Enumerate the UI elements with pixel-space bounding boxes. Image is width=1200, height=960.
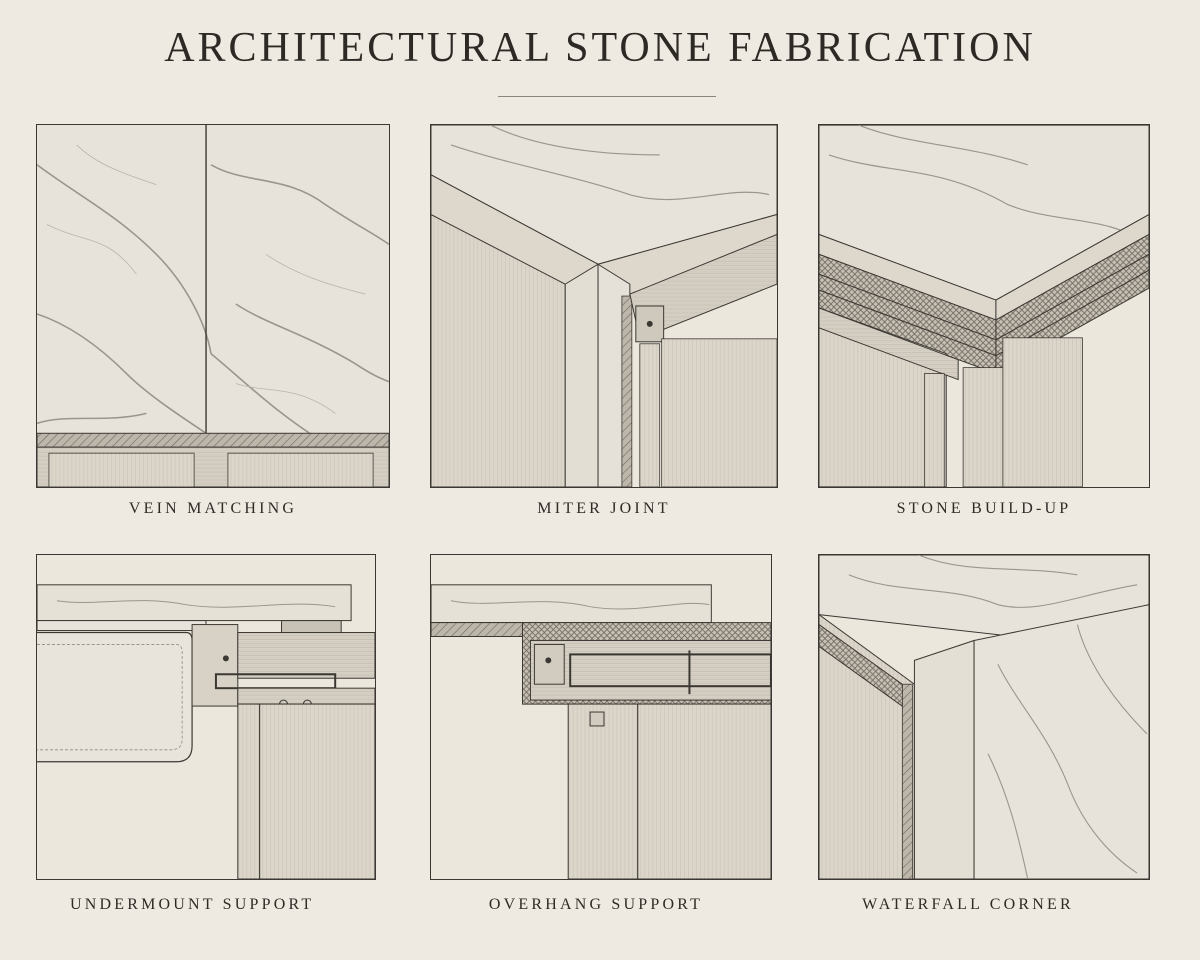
title-divider bbox=[498, 96, 716, 97]
stone-build-up-panel bbox=[818, 124, 1150, 488]
stone-build-up-illustration bbox=[819, 125, 1149, 487]
miter-joint-panel bbox=[430, 124, 778, 488]
caption-miter-joint: MITER JOINT bbox=[537, 500, 671, 517]
vein-matching-illustration bbox=[37, 125, 389, 487]
caption-vein-matching: VEIN MATCHING bbox=[128, 500, 298, 517]
overhang-support-illustration bbox=[431, 584, 771, 879]
waterfall-corner-panel bbox=[818, 554, 1150, 880]
caption-stone-build-up: STONE BUILD-UP bbox=[896, 500, 1072, 517]
page-title: ARCHITECTURAL STONE FABRICATION bbox=[164, 25, 1036, 71]
waterfall-corner-illustration bbox=[819, 555, 1149, 879]
caption-waterfall-corner: WATERFALL CORNER bbox=[862, 896, 1074, 913]
undermount-support-panel bbox=[36, 554, 376, 880]
caption-overhang-support: OVERHANG SUPPORT bbox=[488, 896, 704, 913]
undermount-support-illustration bbox=[37, 584, 375, 879]
vein-matching-panel bbox=[36, 124, 390, 488]
overhang-support-panel bbox=[430, 554, 772, 880]
miter-joint-illustration bbox=[431, 125, 777, 487]
caption-undermount-support: UNDERMOUNT SUPPORT bbox=[70, 896, 315, 913]
